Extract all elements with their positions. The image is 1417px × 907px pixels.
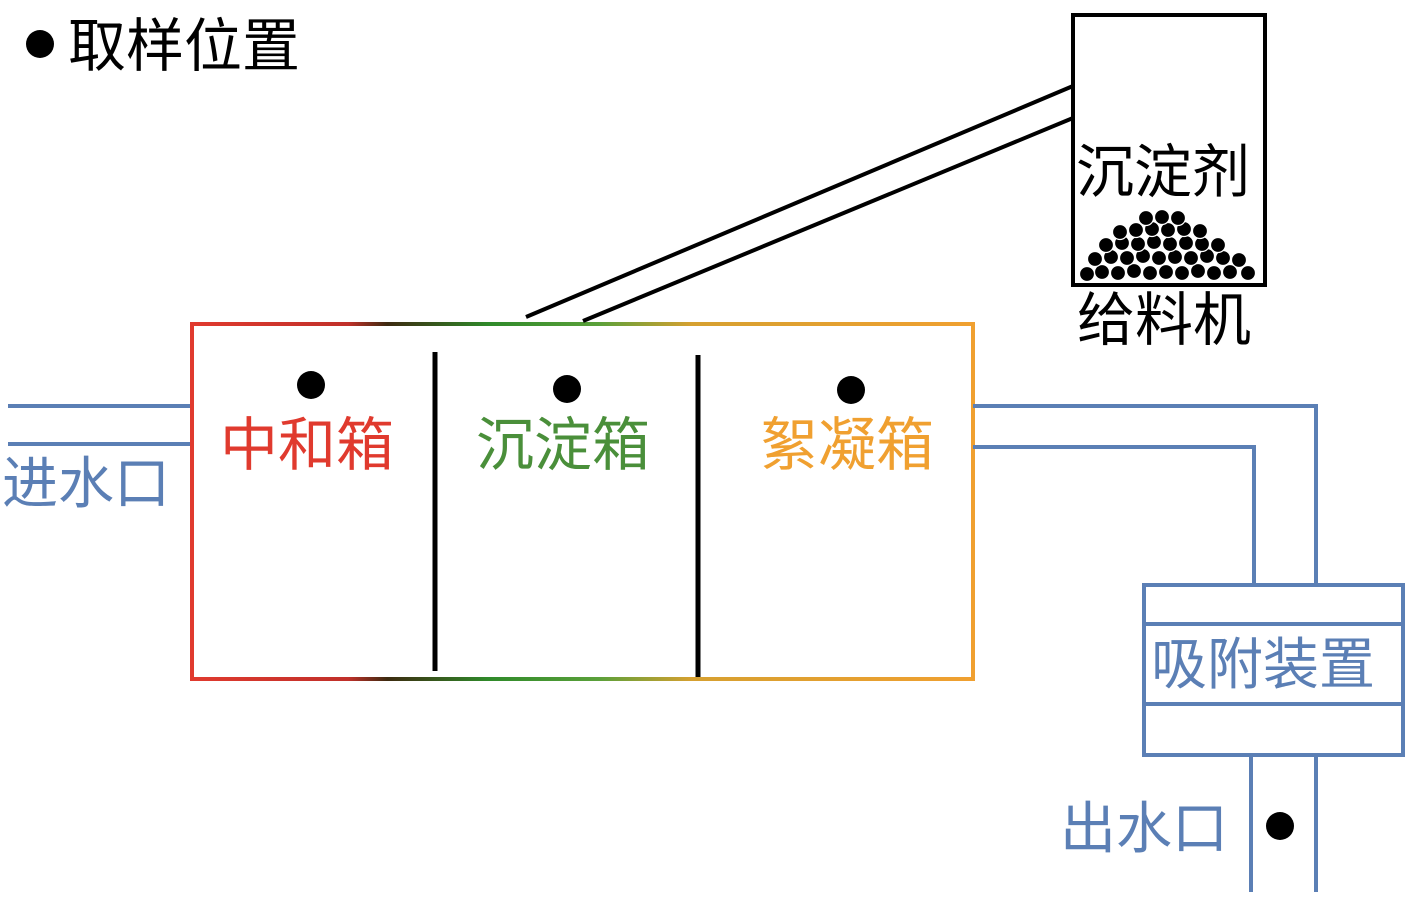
tank-outline — [190, 322, 975, 681]
tank-label-settling: 沉淀箱 — [476, 411, 650, 479]
tank-assembly: 中和箱 沉淀箱 絮凝箱 — [190, 322, 975, 681]
sampling-point-settling — [553, 375, 581, 403]
feeder: 沉淀剂 给料机 — [1071, 13, 1267, 354]
transfer-pipe — [973, 404, 1318, 585]
sampling-point-outlet — [1266, 812, 1294, 840]
adsorber-label: 吸附装置 — [1151, 633, 1375, 698]
legend-dot-icon — [26, 30, 54, 58]
feeder-content-label: 沉淀剂 — [1076, 138, 1250, 206]
precipitant-pellets-icon — [1078, 208, 1257, 283]
sampling-point-flocculation — [837, 376, 865, 404]
outlet-pipe: 出水口 — [1060, 755, 1318, 892]
inlet-pipe: 进水口 — [2, 404, 192, 517]
adsorber: 吸附装置 — [1142, 583, 1405, 757]
tank-label-flocculation: 絮凝箱 — [760, 411, 934, 479]
adsorber-box — [1142, 583, 1405, 757]
legend: 取样位置 — [26, 12, 300, 80]
legend-label: 取样位置 — [68, 12, 300, 80]
feeder-box — [1071, 13, 1267, 287]
feeder-name-label: 给料机 — [1077, 286, 1251, 354]
sampling-point-neutralization — [297, 371, 325, 399]
outlet-label: 出水口 — [1060, 797, 1228, 862]
feeder-chute — [525, 84, 1074, 323]
inlet-label: 进水口 — [2, 452, 170, 517]
tank-label-neutralization: 中和箱 — [220, 411, 394, 479]
